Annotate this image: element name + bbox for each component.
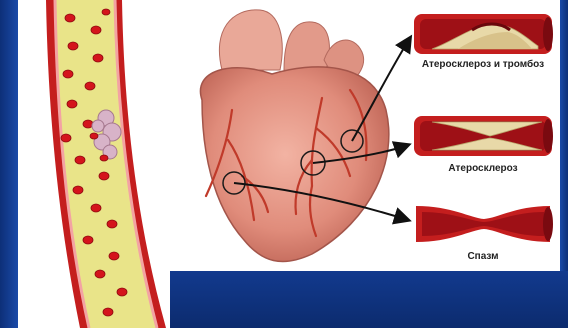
slide-background-bottom bbox=[170, 271, 568, 328]
artery-atherosclerosis-thrombosis bbox=[412, 12, 554, 56]
caption-atherosclerosis: Атеросклероз bbox=[405, 163, 561, 174]
blood-vessel-illustration bbox=[18, 0, 168, 328]
slide-background-left bbox=[0, 0, 18, 328]
artery-atherosclerosis bbox=[412, 114, 554, 158]
caption-spasm: Спазм bbox=[405, 251, 561, 262]
caption-atherosclerosis-thrombosis: Атеросклероз и тромбоз bbox=[405, 59, 561, 70]
heart-illustration bbox=[172, 0, 417, 272]
artery-spasm bbox=[412, 202, 554, 246]
